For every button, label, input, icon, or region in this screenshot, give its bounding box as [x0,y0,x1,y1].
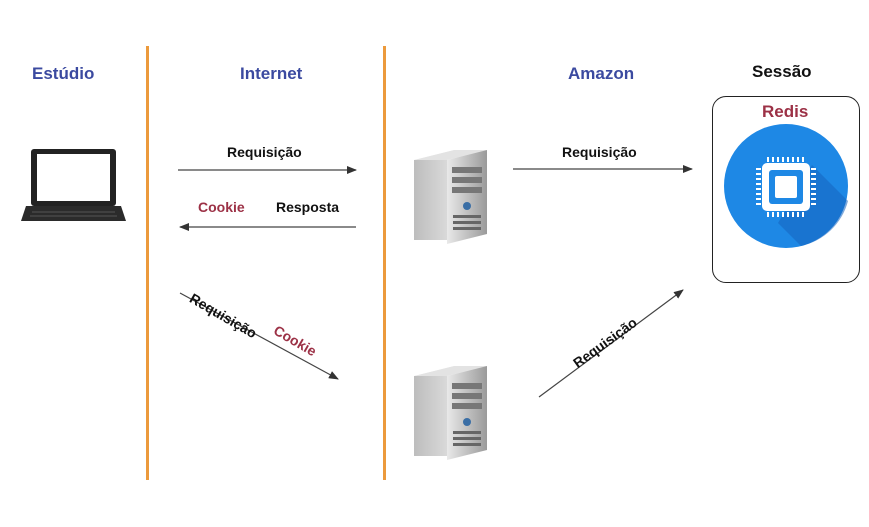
divider-internet-amazon [383,46,386,480]
divider-estudio-internet [146,46,149,480]
label-response: Resposta [276,199,340,215]
label-cookie-1: Cookie [198,199,245,215]
server-icon [414,366,487,460]
arrow-request-2 [179,292,339,380]
chip-icon [724,124,848,248]
server-icon [414,150,487,244]
laptop-icon [21,149,126,221]
estudio-header: Estúdio [32,64,95,83]
label-request-1: Requisição [227,144,302,160]
amazon-header: Amazon [568,64,635,83]
sessao-header: Sessão [752,62,812,81]
label-request-3: Requisição [562,144,637,160]
redis-title: Redis [762,102,809,121]
arrow-request-4 [538,289,684,398]
internet-header: Internet [240,64,303,83]
